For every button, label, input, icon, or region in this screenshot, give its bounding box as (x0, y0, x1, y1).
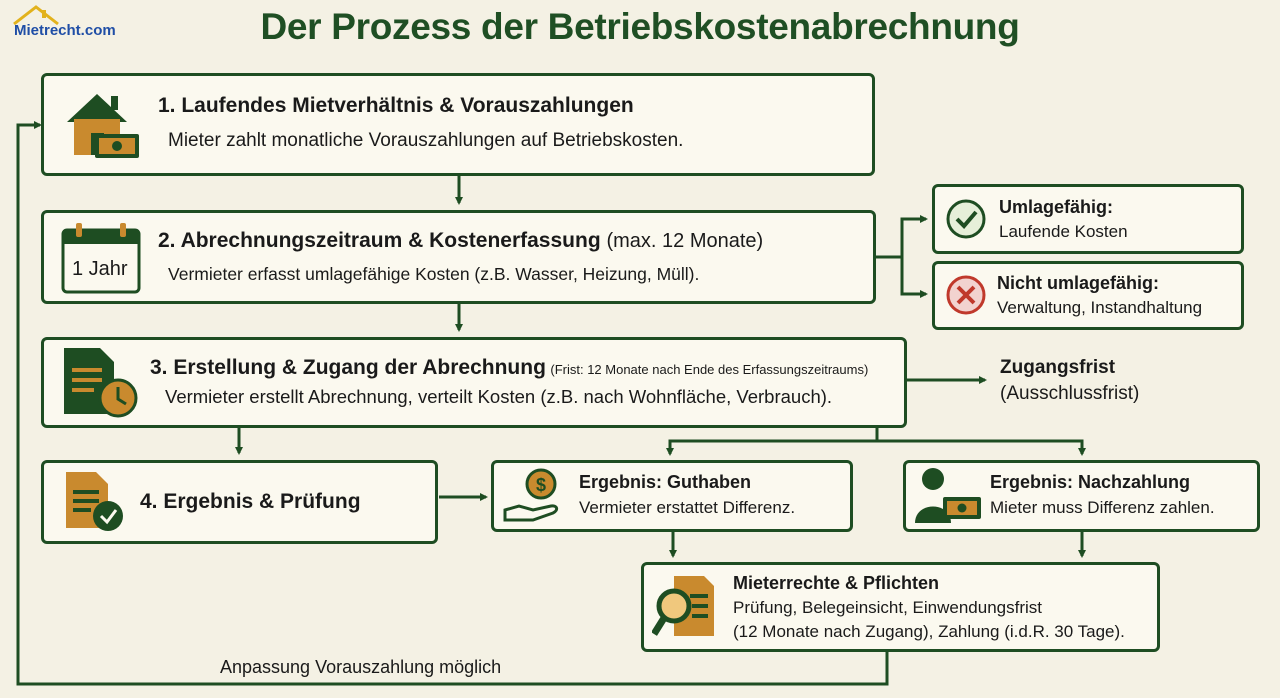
nachzahlung-box (903, 460, 1260, 532)
cross-circle-icon (946, 275, 986, 315)
loop-label: Anpassung Vorauszahlung möglich (220, 657, 502, 677)
arrow-2-nicht (900, 257, 928, 298)
step1-title: 1. Laufendes Mietverhältnis & Vorauszahl… (158, 94, 634, 117)
arrow-3-results (666, 428, 879, 456)
check-circle-icon (946, 199, 986, 239)
guthaben-desc: Vermieter erstattet Differenz. (579, 498, 796, 517)
hand-coin-icon: $ (503, 468, 559, 522)
step2-desc: Vermieter erfasst umlagefähige Kosten (z… (168, 264, 700, 284)
arrow-2-umlage (876, 215, 928, 259)
document-check-icon (66, 472, 123, 531)
step2-title-main: 2. Abrechnungszeitraum & Kostenerfassung (158, 229, 601, 252)
nicht-umlagefaehig-title: Nicht umlagefähig: (997, 273, 1160, 293)
rechte-title: Mieterrechte & Pflichten (733, 573, 940, 593)
step1-desc: Mieter zahlt monatliche Vorauszahlungen … (168, 130, 684, 151)
logo (6, 4, 136, 44)
nachzahlung-desc: Mieter muss Differenz zahlen. (990, 498, 1215, 517)
page-title: Der Prozess der Betriebskostenabrechnung (260, 6, 1020, 47)
nachzahlung-title: Ergebnis: Nachzahlung (990, 472, 1191, 492)
person-money-icon (915, 468, 981, 523)
step2-box (41, 210, 876, 304)
logo-text: Mietrecht.com (14, 22, 116, 39)
step3-note: (Frist: 12 Monate nach Ende des Erfassun… (550, 362, 869, 377)
house-roof-icon (13, 5, 59, 26)
guthaben-box (491, 460, 853, 532)
nicht-umlagefaehig-desc: Verwaltung, Instandhaltung (997, 298, 1203, 317)
step3-desc: Vermieter erstellt Abrechnung, verteilt … (165, 386, 833, 407)
umlagefaehig-title: Umlagefähig: (999, 197, 1114, 217)
rechte-line1: Prüfung, Belegeinsicht, Einwendungsfrist (733, 598, 1043, 617)
step1-box (41, 73, 875, 176)
step2-title-suffix: (max. 12 Monate) (606, 230, 764, 252)
rechte-box (641, 562, 1160, 652)
rechte-line2: (12 Monate nach Zugang), Zahlung (i.d.R.… (733, 622, 1125, 641)
step3-title-main: 3. Erstellung & Zugang der Abrechnung (150, 356, 546, 379)
zugangsfrist-title: Zugangsfrist (1000, 357, 1116, 378)
step3-title: 3. Erstellung & Zugang der Abrechnung (F… (150, 356, 868, 380)
guthaben-title: Ergebnis: Guthaben (579, 472, 752, 492)
calendar-label: 1 Jahr (72, 258, 128, 280)
loop-back-line (16, 121, 889, 686)
house-money-icon (67, 94, 139, 158)
zugangsfrist-sub: (Ausschlussfrist) (1000, 383, 1140, 404)
step3-box (41, 337, 907, 428)
step2-title: 2. Abrechnungszeitraum & Kostenerfassung… (158, 229, 763, 253)
step4-title: 4. Ergebnis & Prüfung (140, 490, 361, 513)
umlagefaehig-desc: Laufende Kosten (999, 222, 1128, 241)
document-clock-icon (64, 348, 138, 418)
svg-text:$: $ (536, 475, 546, 495)
calendar-icon (61, 223, 141, 294)
magnifier-document-icon (652, 576, 714, 636)
